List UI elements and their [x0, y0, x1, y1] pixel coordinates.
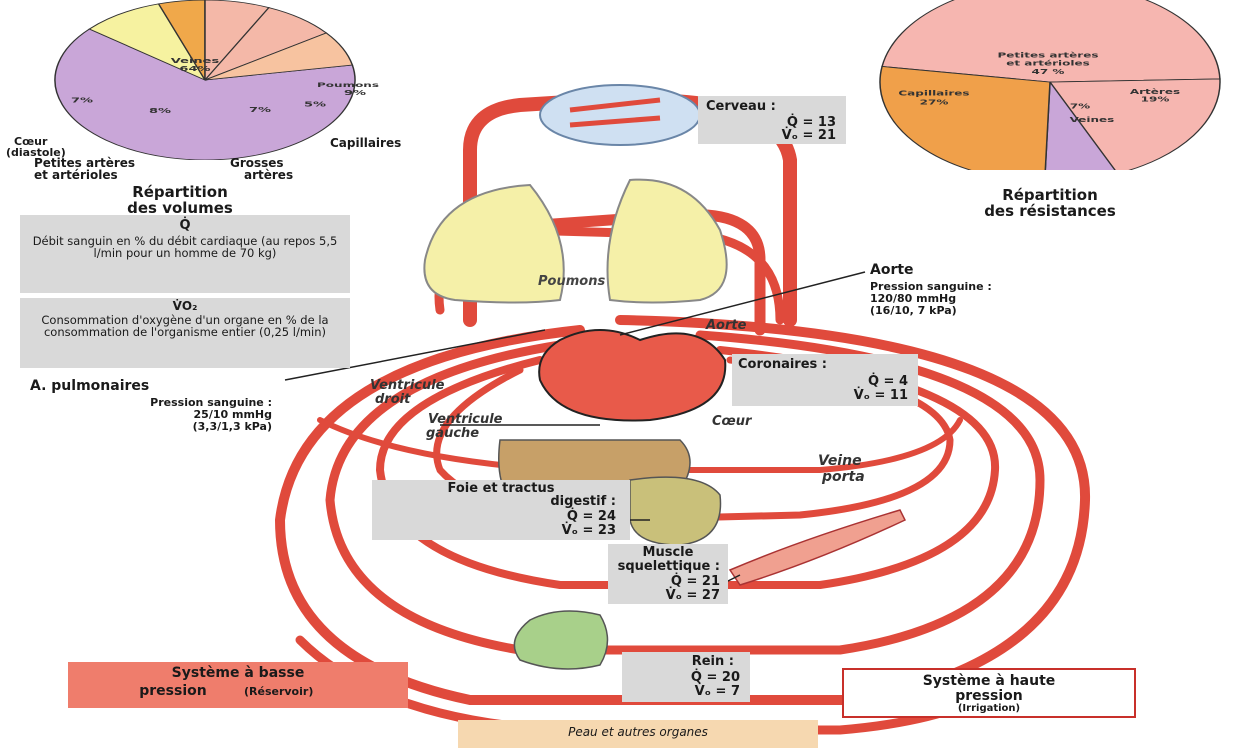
label-vg-2: gauche [426, 426, 479, 441]
brain [540, 85, 700, 145]
heart [539, 330, 725, 421]
pie-label-3: Capillaires [898, 90, 969, 98]
coronaires-v: V̇ₒ = 11 [732, 389, 908, 403]
coronaires-q: Q̇ = 4 [732, 375, 908, 389]
rein-box: Rein : Q̇ = 20 V̇ₒ = 7 [622, 652, 750, 702]
muscle-v: V̇ₒ = 27 [608, 589, 720, 603]
pie-slice-3 [880, 66, 1050, 170]
pie-label-3: 9% [344, 89, 367, 97]
rein-v: V̇ₒ = 7 [622, 685, 740, 699]
label-vd-2: droit [375, 392, 410, 407]
vol-label-capillaires: Capillaires [330, 136, 401, 150]
foie-name-2: digestif : [372, 495, 616, 509]
foie-q: Q̇ = 24 [372, 510, 616, 524]
vo2-symbol: V̇O₂ [20, 300, 350, 313]
intestines [630, 477, 721, 545]
label-aorte-vessel: Aorte [706, 318, 746, 333]
pie-label-0: Veines [171, 57, 219, 65]
vo2-description: Consommation d'oxygène d'un organe en % … [28, 314, 342, 338]
high-pressure-3: (Irrigation) [844, 704, 1134, 715]
muscle-q: Q̇ = 21 [608, 575, 720, 589]
ap-title: A. pulmonaires [30, 378, 149, 394]
high-pressure-2: pression [844, 689, 1134, 704]
muscle-name-1: Muscle [608, 546, 728, 560]
cerveau-box: Cerveau : Q̇ = 13 V̇ₒ = 21 [698, 96, 846, 144]
ap-pressure-3: (3,3/1,3 kPa) [10, 420, 272, 433]
coronaires-box: Coronaires : Q̇ = 4 V̇ₒ = 11 [732, 354, 918, 406]
high-pressure-1: Système à haute [844, 674, 1134, 689]
vo2-legend-box: V̇O₂ Consommation d'oxygène d'un organe … [20, 298, 350, 368]
right-lung [608, 180, 727, 303]
low-pressure-1: Système à basse [68, 666, 408, 681]
pie-label-5: 7% [249, 106, 272, 114]
pie-label-7: 7% [71, 96, 94, 104]
label-coeur: Cœur [712, 414, 751, 429]
low-pressure-3: (Réservoir) [244, 686, 313, 698]
aorte-pressure-3: (16/10, 7 kPa) [870, 304, 957, 317]
pie-label-2: Poumons [317, 82, 379, 89]
q-legend-box: Q̇ Débit sanguin en % du débit cardiaque… [20, 215, 350, 293]
low-pressure-2: pression [108, 684, 238, 699]
high-pressure-box: Système à haute pression (Irrigation) [842, 668, 1136, 718]
res-heading-2: des résistances [920, 202, 1180, 220]
label-veine: Veine [818, 453, 862, 469]
pie-label-1: 64% [179, 65, 211, 73]
pie-label-6: 19% [1141, 96, 1170, 104]
pie-label-4: 5% [304, 101, 327, 109]
q-symbol: Q̇ [20, 219, 350, 233]
aorte-title: Aorte [870, 262, 914, 278]
coronaires-name: Coronaires : [738, 358, 827, 372]
cerveau-v: V̇ₒ = 21 [698, 129, 836, 143]
low-pressure-box: Système à basse pression (Réservoir) [68, 662, 408, 708]
pie-label-8: Veines [1070, 116, 1115, 124]
peau-box: Peau et autres organes [458, 720, 818, 748]
pie-label-1: et artérioles [1006, 59, 1090, 68]
pie-label-4: 27% [920, 99, 949, 107]
pie-label-5: Artères [1130, 87, 1180, 96]
pie-label-6: 8% [149, 107, 172, 115]
label-vd-1: Ventricule [370, 378, 445, 393]
foie-v: V̇ₒ = 23 [372, 524, 616, 538]
kidney [514, 611, 607, 669]
pie-label-2: 47 % [1032, 68, 1065, 76]
pie-label-0: Petites artères [998, 51, 1099, 60]
peau-label: Peau et autres organes [458, 726, 818, 739]
cerveau-name: Cerveau : [706, 100, 776, 114]
label-porta: porta [822, 469, 865, 485]
vol-label-arteres: artères [244, 168, 293, 182]
rein-q: Q̇ = 20 [622, 671, 740, 685]
muscle-name-2: squelettique : [608, 560, 720, 574]
foie-box: Foie et tractus digestif : Q̇ = 24 V̇ₒ =… [372, 480, 630, 540]
vol-label-arterioles: et artérioles [34, 168, 118, 182]
label-poumons: Poumons [538, 274, 605, 289]
rein-name: Rein : [622, 655, 734, 669]
label-vg-1: Ventricule [428, 412, 503, 427]
q-description: Débit sanguin en % du débit cardiaque (a… [28, 235, 342, 259]
pie-label-7: 7% [1070, 103, 1091, 111]
muscle-box: Muscle squelettique : Q̇ = 21 V̇ₒ = 27 [608, 544, 728, 604]
